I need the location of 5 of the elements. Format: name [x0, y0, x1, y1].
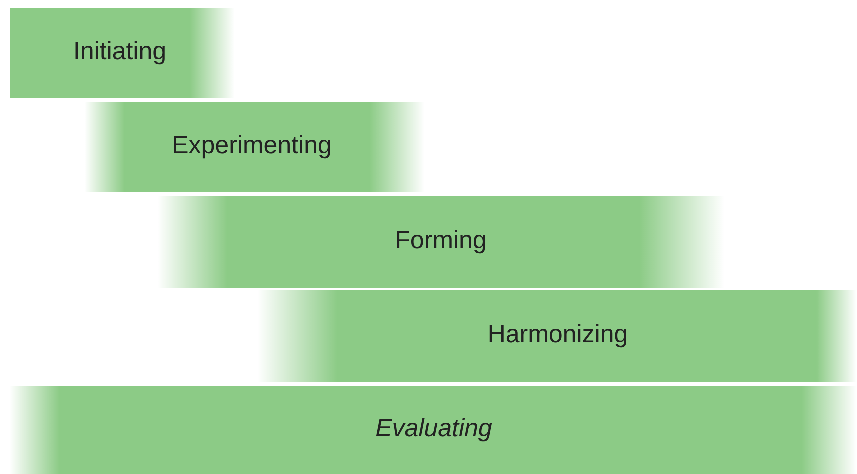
stage-band: Experimenting — [85, 102, 425, 192]
stage-band: Evaluating — [10, 386, 857, 474]
stage-band: Harmonizing — [258, 290, 857, 382]
stage-band: Initiating — [10, 8, 235, 98]
stage-band: Forming — [158, 196, 725, 288]
